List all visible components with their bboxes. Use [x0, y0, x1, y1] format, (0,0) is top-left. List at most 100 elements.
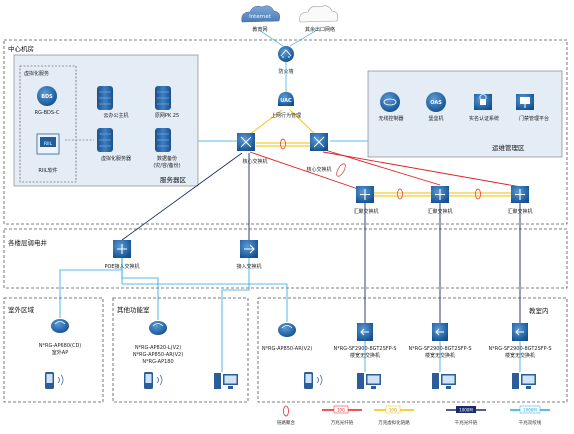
links: [59, 29, 522, 372]
classroom-switch-1-line2: 楼宽无交换机: [350, 352, 380, 359]
classroom-switch-2: N*RG-SF2900-8GT2SFP-S 楼宽无交换机: [408, 323, 472, 359]
access-switch-label: 接入交换机: [236, 263, 261, 270]
server-cloud-office-label: 云办公主机: [103, 112, 128, 119]
ops-realname-auth-label: 实名认证系统: [469, 115, 499, 122]
virtualization-label: 虚拟化服务: [24, 70, 49, 77]
other-function-label: 其他功能室: [117, 305, 150, 314]
riil-device: RIIL RIIL软件: [36, 133, 60, 174]
access-switch: 接入交换机: [236, 240, 262, 270]
floor-closet-zone: [3, 228, 568, 289]
classroom-switch-3-line2: 楼宽无交换机: [505, 352, 535, 359]
floor-closet-label: 各楼层弱电井: [8, 238, 48, 247]
virtualization-zone: [19, 65, 77, 183]
ops-wireless-controller: 无线控制器: [378, 92, 404, 122]
other-network-cloud: 其余出口网络: [299, 5, 339, 33]
core-switch-1: 核心交换机: [237, 133, 268, 165]
other-network-label: 其余出口网络: [305, 26, 335, 33]
agg-switch-1-label: 汇聚交换机: [353, 208, 378, 215]
legend-label: 万兆光纤链: [331, 419, 354, 426]
phone-icon: [45, 372, 64, 389]
classroom-switch-3-line1: N*RG-SF2900-8GT2SFP-S: [488, 346, 551, 352]
link-aggregation-marks: [280, 138, 481, 200]
classroom-label: 教室内: [529, 306, 549, 315]
outdoor-ap: N*RG-AP680(CD) 室外AP: [39, 319, 81, 356]
poe-access-switch: POE接入交换机: [104, 240, 140, 270]
legend-label: 千兆光纤链: [455, 419, 478, 426]
agg-switch-2: 汇聚交换机: [427, 186, 453, 215]
internet-label: 教育网: [252, 26, 267, 33]
outdoor-ap-line2: 室外AP: [52, 349, 68, 356]
uac-label: 上网行为管理: [271, 112, 301, 119]
uac-device: UAC 上网行为管理: [271, 92, 301, 119]
ops-zone: [367, 70, 563, 158]
agg-switch-2-label: 汇聚交换机: [427, 208, 452, 215]
firewall-device: 防火墙: [278, 46, 294, 75]
data-center-zone: [3, 39, 568, 225]
legend-label: 千兆双绞线: [519, 419, 542, 426]
classroom-ap: N*RG-AP850-AR(V2): [262, 323, 312, 352]
classroom-ap-line1: N*RG-AP850-AR(V2): [262, 346, 312, 352]
agg-switch-1: 汇聚交换机: [353, 186, 379, 215]
server-backup-label2: (灾/容/备份): [153, 162, 180, 169]
legend-sample: 1000M: [459, 408, 473, 413]
data-center-label: 中心机房: [8, 44, 34, 53]
legend-item-aggregation: 链路聚合: [277, 405, 295, 426]
outdoor-zone: [3, 297, 104, 403]
uac-icon-text: UAC: [280, 98, 292, 104]
agg-switch-3-label: 汇聚交换机: [507, 208, 532, 215]
ops-bastion-label: 堡垒机: [428, 115, 443, 122]
legend-sample: 10G: [337, 408, 345, 413]
outdoor-label: 室外区域: [8, 305, 35, 314]
server-zone-label: 服务器区: [160, 175, 187, 184]
server-virtualization-label: 虚拟化服务器: [101, 155, 131, 162]
other-ap-line3: N*RG-AP180: [142, 359, 173, 365]
legend-item-1000m-copper: 1000M 千兆双绞线: [510, 405, 550, 426]
core-switch-2: 核心交换机: [306, 133, 332, 173]
classroom-switch-2-line1: N*RG-SF2900-8GT2SFP-S: [408, 346, 471, 352]
bds-device: BDS RG-BDS-C: [35, 86, 60, 116]
other-ap-line2: N*RG-AP850-AR(V2): [133, 352, 183, 358]
legend-label: 万兆虚拟化链路: [378, 419, 410, 426]
server-pk25: 原网PK 25: [155, 86, 179, 119]
ops-access-control: 门禁管理平台: [516, 94, 549, 122]
firewall-label: 防火墙: [278, 68, 293, 75]
legend-item-10g-virtual: 10G 万兆虚拟化链路: [374, 405, 414, 426]
server-pk25-label: 原网PK 25: [155, 113, 179, 119]
other-function-ap: N*RG-AP820-L(V2) N*RG-AP850-AR(V2) N*RG-…: [133, 321, 183, 365]
core-switch-2-label: 核心交换机: [306, 166, 331, 173]
server-backup: 数据备份 (灾/容/备份): [153, 128, 181, 169]
bds-icon-text: BDS: [41, 94, 53, 100]
legend-item-1000m-fiber: 1000M 千兆光纤链: [446, 406, 486, 426]
legend-sample: 10G: [389, 408, 397, 413]
ops-access-control-label: 门禁管理平台: [519, 115, 549, 122]
computer-icon: [357, 373, 381, 389]
legend: 链路聚合 10G 万兆光纤链 10G 万兆虚拟化链路 1000M 千兆光纤链 1…: [277, 405, 550, 426]
server-backup-label: 数据备份: [157, 155, 177, 162]
ops-wireless-controller-label: 无线控制器: [378, 115, 403, 122]
other-ap-line1: N*RG-AP820-L(V2): [135, 345, 181, 351]
classroom-switch-1-line1: N*RG-SF2900-8GT2SFP-S: [333, 346, 396, 352]
computer-icon: [432, 373, 456, 389]
internet-text: Internet: [249, 14, 272, 20]
classroom-zone: [257, 297, 568, 403]
poe-access-label: POE接入交换机: [104, 263, 139, 270]
classroom-switch-1: N*RG-SF2900-8GT2SFP-S 楼宽无交换机: [333, 323, 397, 359]
ops-realname-auth: 实名认证系统: [469, 94, 499, 122]
server-cloud-office: 云办公主机: [97, 86, 129, 119]
server-zone: [13, 54, 199, 187]
computer-icon: [214, 373, 238, 389]
other-function-zone: [112, 297, 249, 403]
internet-cloud: Internet 教育网: [241, 5, 281, 33]
ops-bastion: OAS 堡垒机: [426, 92, 446, 122]
phone-icon: [304, 372, 323, 389]
core-switch-1-label: 核心交换机: [242, 158, 267, 165]
riil-label: RIIL软件: [38, 167, 57, 174]
ops-bastion-icon-text: OAS: [430, 100, 442, 106]
classroom-switch-3: N*RG-SF2900-8GT2SFP-S 楼宽无交换机: [488, 323, 552, 359]
legend-item-10g-fiber: 10G 万兆光纤链: [322, 405, 362, 426]
riil-icon-text: RIIL: [44, 141, 53, 147]
agg-switch-3: 汇聚交换机: [507, 186, 533, 215]
server-virtualization: 虚拟化服务器: [97, 128, 131, 162]
